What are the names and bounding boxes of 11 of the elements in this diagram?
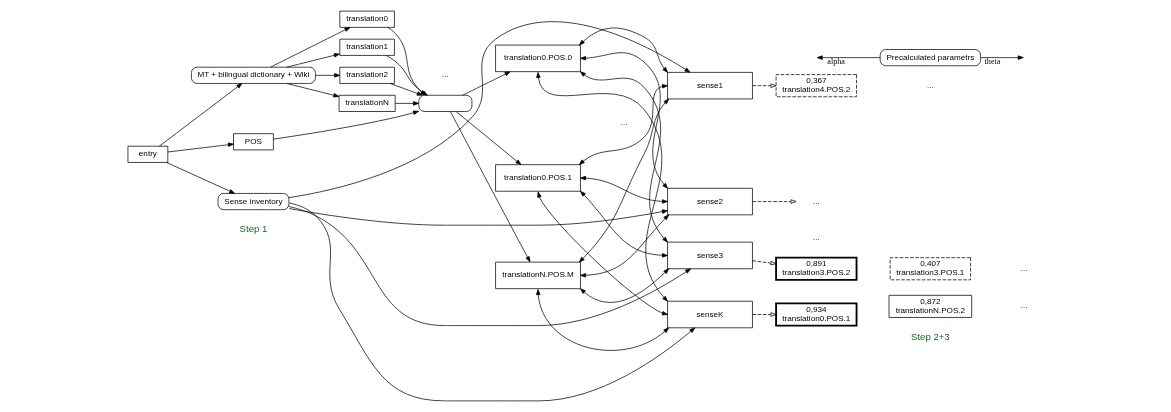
label: ... (620, 118, 627, 128)
node-text: ... (812, 196, 820, 206)
label: ... (1020, 301, 1027, 311)
label: ... (926, 80, 934, 90)
label: Step 2+3 (910, 330, 950, 342)
label: ... (812, 232, 820, 242)
edge-label: theta (984, 57, 1000, 67)
label: ... (1020, 263, 1027, 273)
label: ... (441, 70, 449, 80)
label: Step 1 (239, 223, 267, 235)
edge-label: alpha (826, 57, 845, 67)
